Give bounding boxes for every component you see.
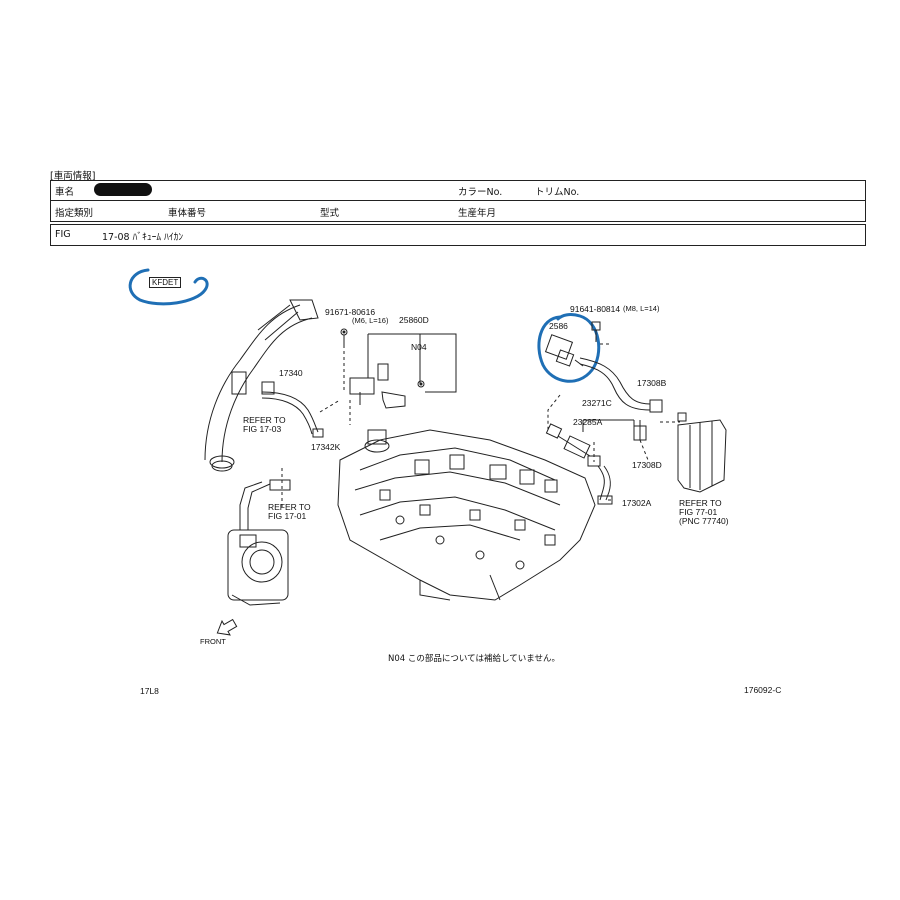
part-label-17342K: 17342K: [311, 442, 341, 452]
refer-fig-17-01: FIG 17-01: [268, 511, 307, 521]
designation-label: 指定類別: [55, 208, 94, 219]
refer-fig-17-03: FIG 17-03: [243, 424, 282, 434]
part-label-23271C: 23271C: [582, 398, 612, 408]
part-label-91641-80814: 91641-80814: [570, 304, 621, 314]
fig-value: 17-08 ﾊﾞｷｭｰﾑ ﾊｲｶﾝ: [102, 232, 184, 243]
refer-to-2: REFER TO: [268, 502, 311, 512]
part-label-N04: N04: [411, 342, 427, 352]
part-label-25860D: 25860D: [399, 315, 429, 325]
chassis-number-label: 車体番号: [168, 208, 207, 219]
refer-fig-77-01: FIG 77-01: [679, 507, 718, 517]
refer-to-1: REFER TO: [243, 415, 286, 425]
color-no-label: カラーNo.: [458, 187, 503, 198]
trim-no-label: トリムNo.: [535, 187, 580, 198]
front-arrow-icon: [216, 618, 238, 636]
highlight-circle-part: [537, 313, 601, 383]
part-label-91671-80616: 91671-80616: [325, 307, 376, 317]
vehicle-info-table: [50, 180, 866, 222]
throttle-body: [227, 479, 291, 606]
car-name-label: 車名: [55, 187, 75, 198]
hose-17308B: [579, 357, 663, 413]
check-valve-assembly: [545, 419, 647, 505]
refer-pnc-77740: (PNC 77740): [679, 516, 729, 526]
part-label-17340: 17340: [279, 368, 303, 378]
engine-block: [337, 429, 596, 601]
part-spec-m6: (M6, L=16): [352, 316, 389, 325]
intake-hose: [204, 299, 319, 472]
vsv-part: [544, 321, 601, 367]
engine-code-tag: KFDET: [149, 277, 182, 288]
part-label-2586: 2586: [549, 321, 568, 331]
section-title: [車両情報]: [50, 171, 96, 182]
refer-to-3: REFER TO: [679, 498, 722, 508]
footer-left-code: 17L8: [140, 686, 159, 696]
fig-label: FIG: [55, 229, 71, 240]
table-divider: [51, 200, 865, 201]
footer-right-code: 176092-C: [744, 685, 782, 695]
supply-note: N04 この部品については補給していません。: [388, 654, 560, 664]
part-label-23285A: 23285A: [573, 417, 603, 427]
part-label-17308D: 17308D: [632, 460, 662, 470]
production-date-label: 生産年月: [458, 208, 497, 219]
part-label-17308B: 17308B: [637, 378, 667, 388]
fig-row: [50, 224, 866, 246]
model-label: 型式: [320, 208, 340, 219]
redacted-car-name: [94, 183, 152, 196]
hose-17340: [261, 381, 324, 438]
charcoal-canister: [677, 412, 727, 493]
part-spec-m8: (M8, L=14): [623, 304, 660, 313]
front-label: FRONT: [200, 637, 226, 646]
part-label-17302A: 17302A: [622, 498, 652, 508]
valve-assembly-25860D: [340, 328, 457, 409]
highlight-circle-engine-code: [128, 268, 209, 306]
